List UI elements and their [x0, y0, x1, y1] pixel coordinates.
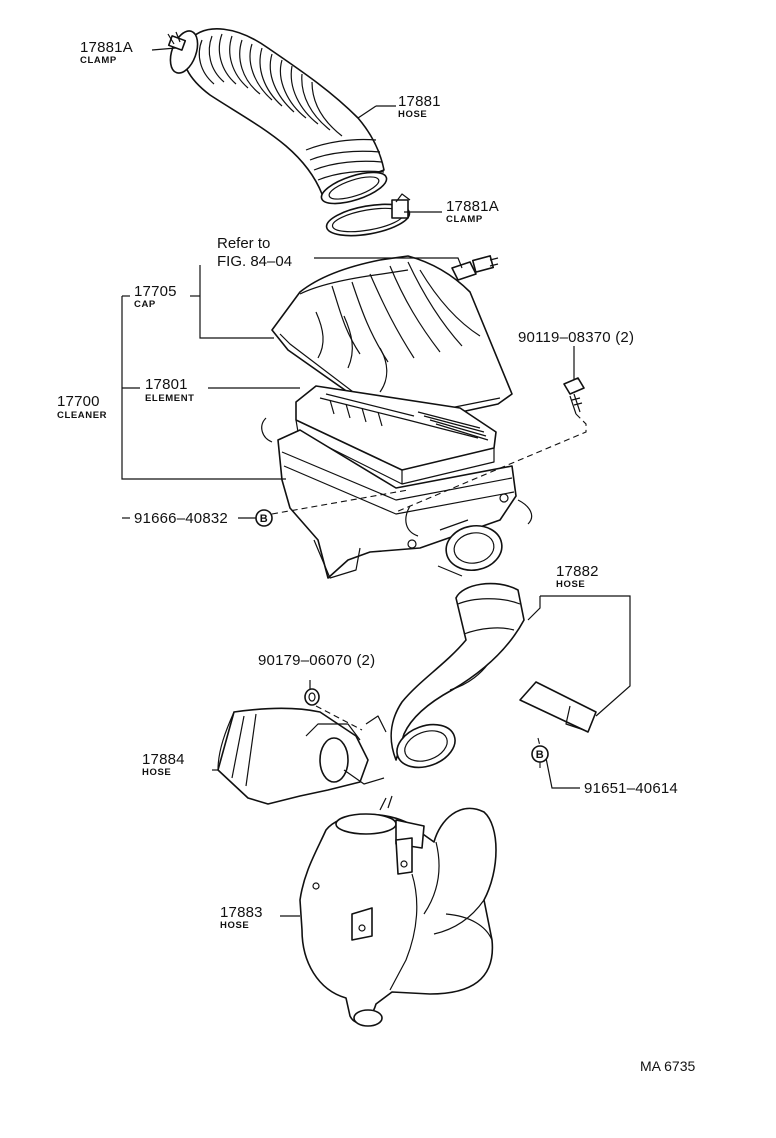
part-number: 90179–06070 (2) — [258, 652, 375, 669]
drawing-code: MA 6735 — [640, 1058, 695, 1074]
label-hose-17883: 17883 HOSE — [220, 904, 263, 931]
filter-element-icon — [295, 385, 497, 485]
part-name: HOSE — [398, 109, 427, 120]
part-number: 17700 — [57, 393, 100, 410]
label-hose-17884: 17884 HOSE — [142, 751, 185, 778]
clip-marker: B — [260, 513, 269, 525]
part-number: 17705 — [134, 283, 177, 300]
leader-lines — [121, 47, 631, 917]
part-number: 90119–08370 (2) — [518, 329, 634, 346]
label-refer: Refer to FIG. 84–04 — [217, 235, 292, 270]
hose-icon — [217, 707, 387, 805]
label-clamp-mid: 17881A CLAMP — [446, 198, 499, 225]
label-hose-top: 17881 HOSE — [398, 93, 441, 120]
part-name: HOSE — [142, 767, 171, 778]
sensor-icon — [451, 255, 499, 281]
label-cleaner: 17700 CLEANER — [57, 393, 107, 421]
resonator-icon — [299, 795, 497, 1027]
part-number: 91666–40832 — [134, 510, 228, 527]
air-cleaner-cap-icon — [271, 255, 513, 427]
label-nut: 90179–06070 (2) — [258, 652, 375, 669]
air-cleaner-case-icon — [261, 417, 533, 579]
part-name: ELEMENT — [145, 393, 195, 404]
label-clip-right: B 91651–40614 — [531, 745, 678, 797]
clip-icon — [519, 681, 597, 733]
clip-marker-icon — [531, 745, 549, 763]
part-number: 17883 — [220, 904, 263, 921]
hose-icon — [182, 28, 388, 205]
part-name: CLEANER — [57, 410, 107, 421]
label-clip-left: 91666–40832 B — [134, 509, 273, 527]
part-name: HOSE — [556, 579, 585, 590]
label-bolt: 90119–08370 (2) — [518, 329, 634, 346]
label-cap: 17705 CAP — [134, 283, 177, 310]
part-name: CAP — [134, 299, 156, 310]
part-number: 17881 — [398, 93, 441, 110]
refer-line-1: Refer to — [217, 235, 270, 252]
clip-marker: B — [536, 749, 545, 761]
part-name: HOSE — [220, 920, 249, 931]
part-number: 91651–40614 — [584, 780, 678, 797]
label-hose-17882: 17882 HOSE — [556, 563, 599, 590]
clamp-icon — [325, 193, 411, 237]
hose-icon — [390, 582, 525, 769]
bolt-icon — [563, 377, 585, 415]
part-name: CLAMP — [80, 55, 117, 66]
part-name: CLAMP — [446, 214, 483, 225]
part-number: 17801 — [145, 376, 188, 393]
nut-icon — [304, 688, 320, 706]
refer-line-2: FIG. 84–04 — [217, 253, 292, 270]
part-number: 17881A — [80, 39, 133, 56]
part-number: 17882 — [556, 563, 599, 580]
clip-marker-icon — [255, 509, 273, 527]
part-number: 17884 — [142, 751, 185, 768]
label-clamp-top: 17881A CLAMP — [80, 39, 133, 66]
label-element: 17801 ELEMENT — [145, 376, 195, 404]
part-number: 17881A — [446, 198, 499, 215]
